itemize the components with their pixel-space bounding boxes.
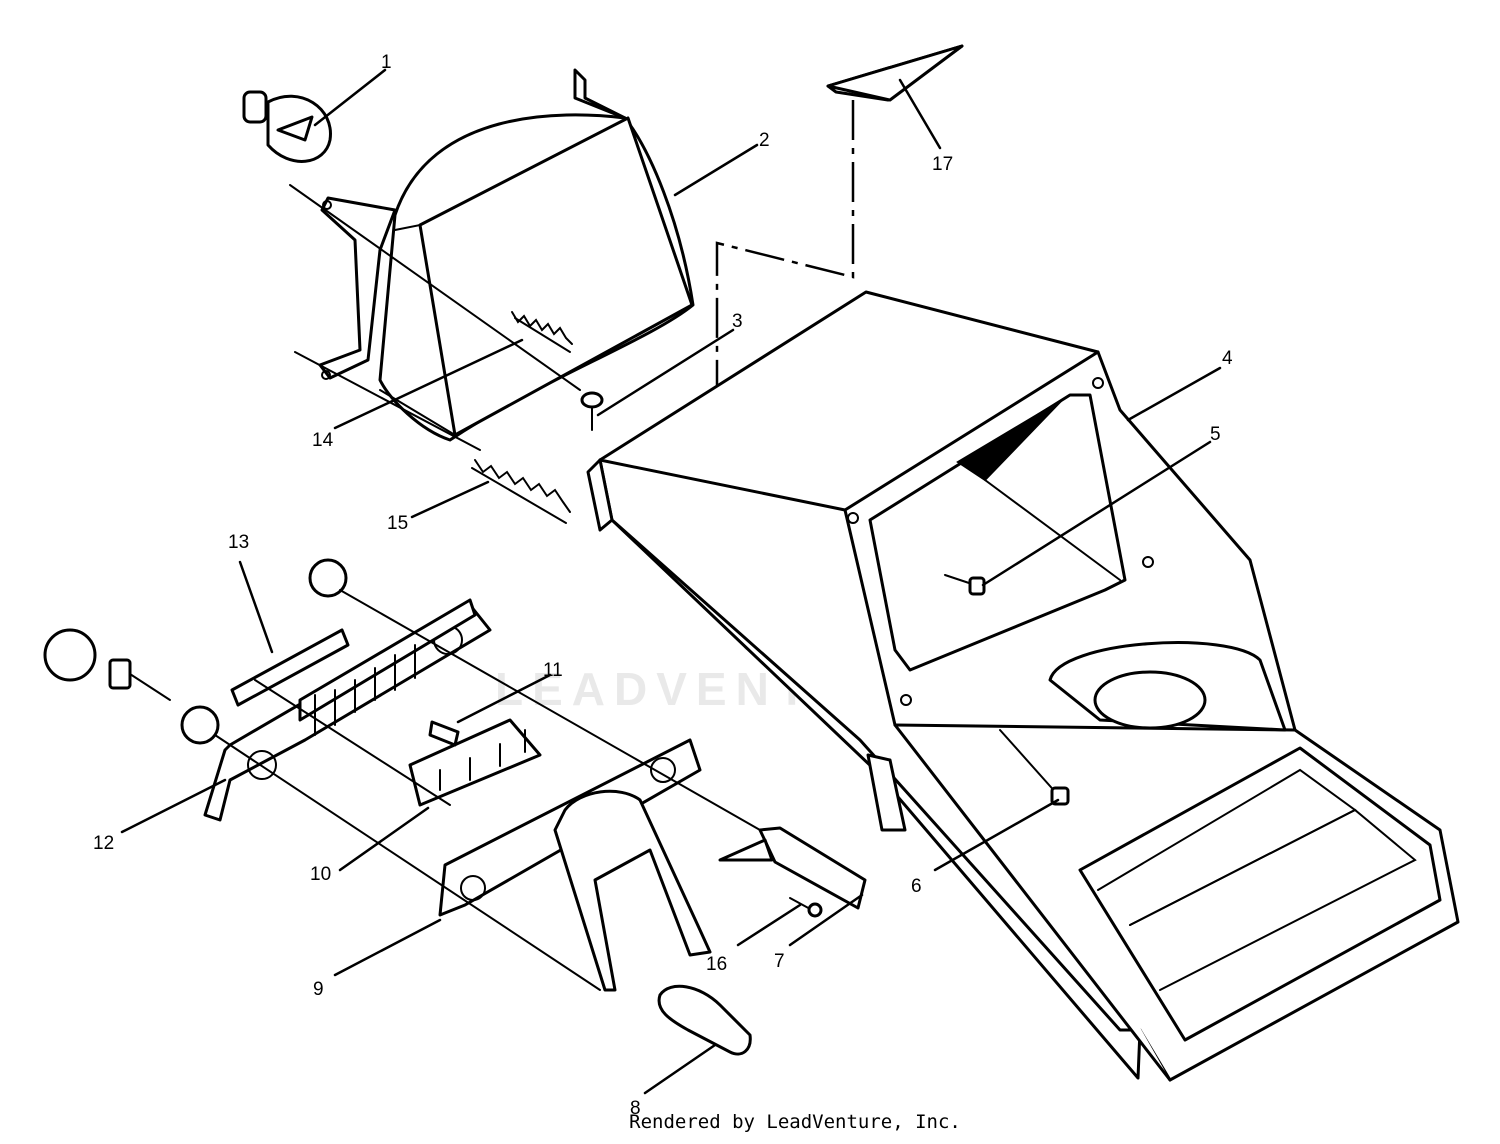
switch-part-10	[408, 718, 542, 807]
grommet-part	[180, 705, 220, 745]
bolt-part-5	[944, 574, 986, 596]
callout-11: 11	[543, 660, 563, 681]
callout-13: 13	[228, 532, 249, 553]
bolt-part-6	[999, 729, 1070, 806]
callout-8: 8	[630, 1098, 641, 1119]
callout-9: 9	[313, 979, 324, 1000]
callout-2: 2	[759, 130, 770, 151]
spring-part-15	[471, 459, 571, 524]
fuse-part-11	[428, 720, 460, 747]
mount-bracket-part-9	[438, 738, 712, 992]
callout-12: 12	[93, 833, 114, 854]
screw-part-3	[580, 391, 604, 431]
callout-5: 5	[1210, 424, 1221, 445]
spring-part-14	[511, 311, 573, 353]
decal-part	[826, 44, 964, 102]
callout-7: 7	[774, 951, 785, 972]
ignition-bezel-part	[43, 628, 97, 682]
callout-17: 17	[932, 154, 953, 175]
key-part	[108, 658, 171, 701]
screw-part-16	[789, 897, 823, 918]
callout-6: 6	[911, 876, 922, 897]
lock-nut-part	[308, 558, 348, 598]
callout-14: 14	[312, 430, 334, 451]
bulb-part	[242, 90, 332, 163]
callout-1: 1	[381, 52, 392, 73]
headlight-housing-part	[318, 68, 695, 442]
callout-10: 10	[310, 864, 331, 885]
light-switch-part-7	[718, 826, 867, 910]
callout-3: 3	[732, 311, 743, 332]
callout-15: 15	[387, 513, 408, 534]
switch-panel-part-12	[203, 598, 492, 822]
callout-16: 16	[706, 954, 727, 975]
callout-4: 4	[1222, 348, 1233, 369]
dash-console-part	[586, 290, 1460, 1082]
knob-part-8	[657, 984, 752, 1056]
plate-part-13	[230, 628, 350, 707]
footer-credit: Rendered by LeadVenture, Inc.	[629, 1111, 961, 1133]
